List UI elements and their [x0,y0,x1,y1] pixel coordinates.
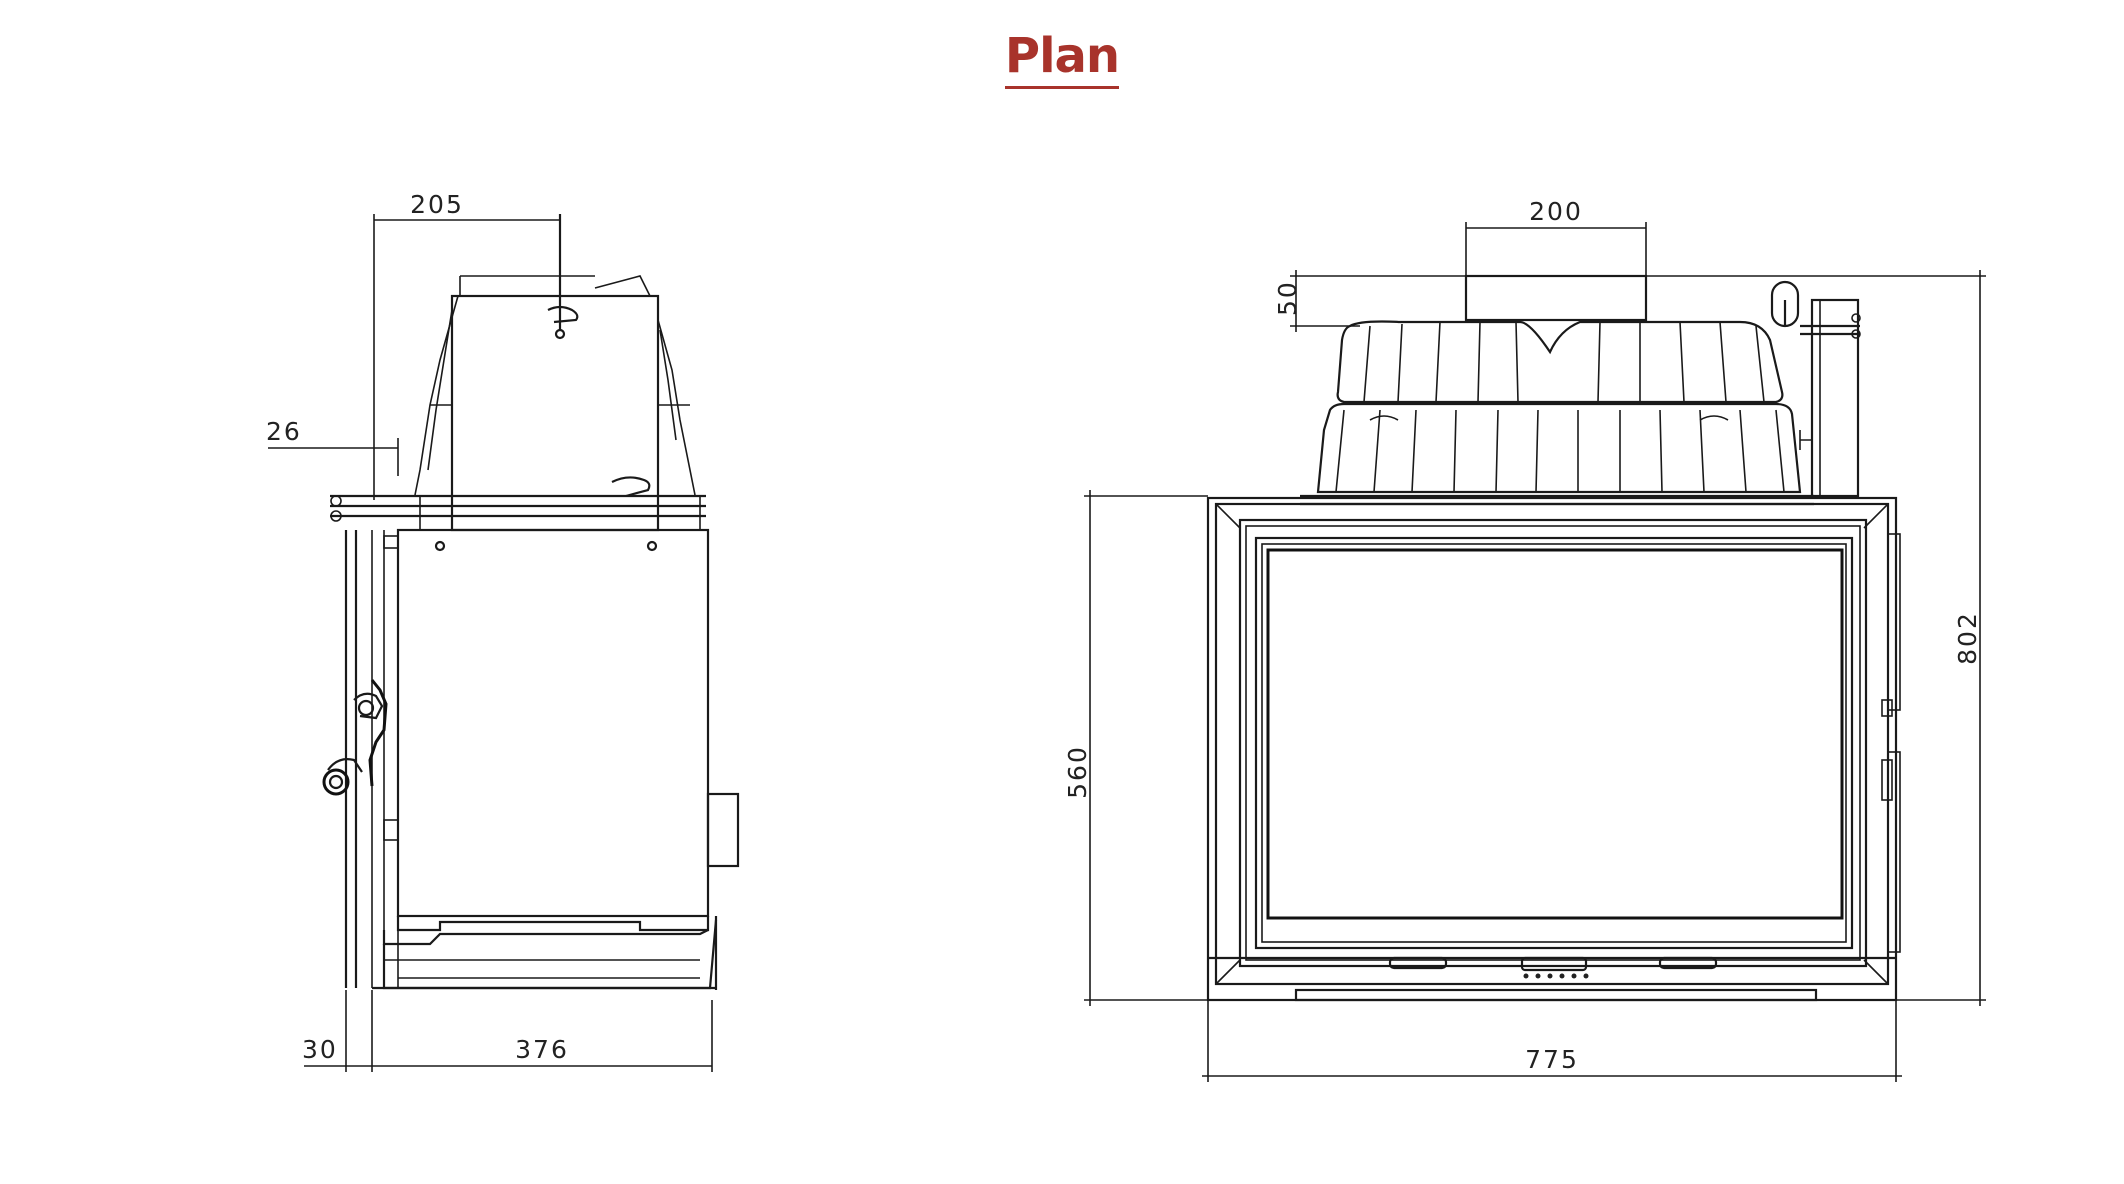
page-title: Plan [0,28,2124,89]
dim-50: 50 [1273,280,1302,316]
dim-376: 376 [515,1035,569,1064]
side-body [322,528,740,990]
dim-775: 775 [1525,1045,1579,1074]
side-view: 205 26 30 376 [266,190,740,1072]
side-flue-collar [414,214,696,532]
front-door [1206,496,1901,1002]
dim-560: 560 [1063,745,1092,799]
fins [1335,321,1785,493]
dim-200: 200 [1529,197,1583,226]
front-crank [1770,280,1861,498]
side-dimensions: 205 26 30 376 [266,190,713,1072]
front-heat-exchanger [1300,274,1861,506]
front-view: 200 50 560 802 775 [1063,197,1986,1082]
dim-205: 205 [410,190,464,219]
dim-30: 30 [302,1035,338,1064]
front-dimensions: 200 50 560 802 775 [1063,197,1986,1082]
side-top-rail [330,494,706,530]
dim-802: 802 [1953,611,1982,665]
control-dots [1523,973,1589,979]
dim-26: 26 [266,417,302,446]
